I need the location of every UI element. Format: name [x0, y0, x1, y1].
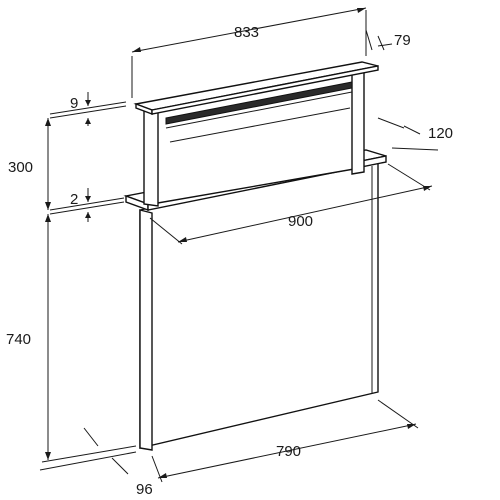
label-body-depth: 96 — [136, 481, 153, 498]
dim-body-width: 790 — [151, 399, 419, 483]
label-lid-thickness: 9 — [70, 95, 78, 112]
label-collar-depth: 120 — [428, 125, 453, 142]
dim-collar-thickness: 2 — [49, 188, 125, 222]
dim-collar-width: 900 — [149, 163, 433, 245]
label-collar-width: 900 — [288, 213, 313, 230]
dim-raised-height: 300 — [8, 118, 51, 210]
hood-chimney — [143, 71, 365, 207]
hood-body — [139, 161, 379, 451]
hood-lid — [133, 61, 379, 116]
label-body-height: 740 — [6, 331, 31, 348]
dim-lid-thickness: 9 — [49, 92, 127, 126]
dim-body-depth: 96 — [39, 427, 153, 498]
dim-top-depth: 79 — [365, 29, 411, 51]
label-top-width: 833 — [234, 24, 259, 41]
label-top-depth: 79 — [394, 32, 411, 49]
label-body-width: 790 — [276, 443, 301, 460]
label-collar-thickness: 2 — [70, 191, 78, 208]
dim-top-width: 833 — [131, 7, 367, 98]
label-raised-height: 300 — [8, 159, 33, 176]
dim-body-height: 740 — [6, 214, 137, 463]
dim-collar-depth: 120 — [377, 117, 453, 151]
